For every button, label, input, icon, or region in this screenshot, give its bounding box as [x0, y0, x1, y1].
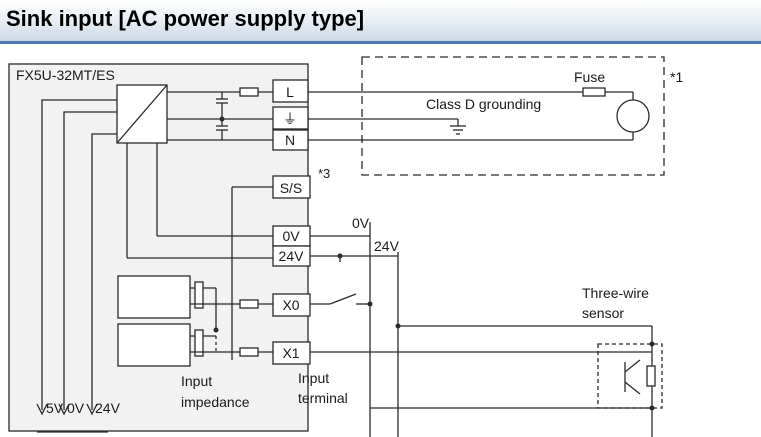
- input-terminal-label-2: terminal: [298, 390, 348, 406]
- fuse-label: Fuse: [574, 69, 605, 85]
- terminal-l: [272, 79, 309, 103]
- three-wire-label: Three-wire: [582, 285, 649, 301]
- terminal-0v-label: 0V: [282, 228, 300, 244]
- zero-v-line-label: 0V: [352, 215, 370, 231]
- title-bar: Sink input [AC power supply type]: [0, 0, 761, 44]
- optocoupler-x1: [117, 323, 191, 367]
- terminal-x0-label: X0: [282, 297, 299, 313]
- internal-fuse: [239, 87, 259, 97]
- sensor-box: [597, 343, 663, 409]
- note-1-label: *1: [670, 69, 683, 85]
- terminal-ss-label: S/S: [280, 180, 303, 196]
- page-title: Sink input [AC power supply type]: [6, 6, 365, 31]
- terminal-ground-label: ⏚: [283, 111, 297, 127]
- note-3-label: *3: [318, 166, 330, 181]
- terminal-24v-label: 24V: [279, 248, 305, 264]
- title-underline: [0, 41, 761, 44]
- fuse-symbol: [582, 87, 606, 97]
- output-0v-label: 0V: [67, 400, 85, 416]
- output-5v-label: 5V: [46, 400, 64, 416]
- sensor-label: sensor: [582, 305, 624, 321]
- terminal-n-label: N: [285, 132, 295, 148]
- output-24v-label: 24V: [95, 400, 121, 416]
- optocoupler-x0: [117, 275, 191, 319]
- terminal-ground: [272, 106, 309, 130]
- terminal-x1-label: X1: [282, 345, 299, 361]
- input-terminal-label-1: Input: [298, 370, 329, 386]
- 24v-line-label: 24V: [374, 238, 400, 254]
- terminal-x0: [272, 293, 311, 317]
- terminal-x1: [272, 341, 311, 365]
- input-impedance-label-1: Input: [181, 373, 212, 389]
- ac-source-symbol: [616, 99, 650, 133]
- plc-model-label: FX5U-32MT/ES: [16, 67, 115, 83]
- class-d-grounding-label: Class D grounding: [426, 96, 541, 112]
- input-impedance-label-2: impedance: [181, 394, 250, 410]
- external-supply-box: [361, 56, 665, 176]
- terminal-l-label: L: [286, 84, 294, 100]
